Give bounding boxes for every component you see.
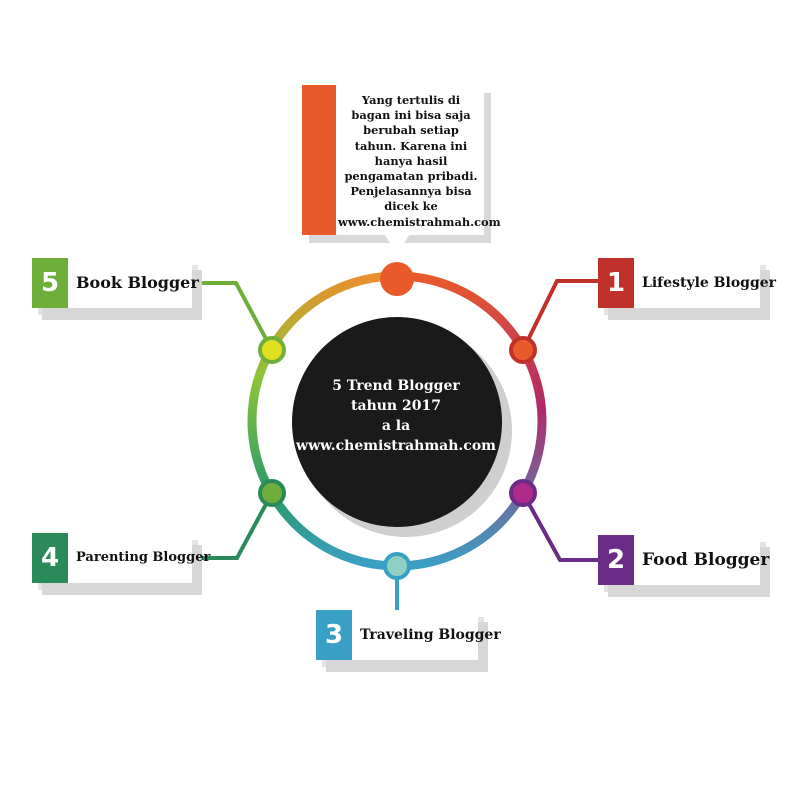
note-line: www.chemistrahmah.com [338,214,501,229]
connector-4 [190,492,274,560]
connector-5 [190,281,274,351]
note-accent-bar [302,85,336,235]
note-pointer [383,232,411,254]
note-line: berubah setiap [363,123,459,138]
item-book-blogger: 5 Book Blogger [32,258,199,308]
center-line-2: tahun 2017 [351,398,441,414]
item-food-blogger: 2 Food Blogger [598,535,769,585]
note-line: pengamatan pribadi. [344,169,478,184]
item-number: 1 [598,258,634,308]
note-line: Penjelasannya bisa [350,184,472,199]
center-circle [292,317,502,527]
note-line: bagan ini bisa saja [351,108,471,123]
item-number: 3 [316,610,352,660]
node-top [380,262,414,296]
item-traveling-blogger: 3 Traveling Blogger [316,610,501,660]
note-callout: Yang tertulis di bagan ini bisa saja ber… [302,85,501,235]
center-line-1: 5 Trend Blogger [332,378,460,394]
node-1 [509,336,537,364]
node-3 [383,552,411,580]
center-line-3: a la [381,418,411,434]
node-4 [258,479,286,507]
item-parenting-blogger: 4 Parenting Blogger [32,533,210,583]
item-label: Parenting Blogger [76,550,211,565]
item-label: Food Blogger [642,550,770,570]
note-line: tahun. Karena ini [354,138,468,153]
note-line: Yang tertulis di [361,93,461,107]
connector-2 [521,492,598,562]
item-number: 4 [32,533,68,583]
node-2 [509,479,537,507]
note-line: hanya hasil [374,153,448,168]
item-number: 2 [598,535,634,585]
ring-segment-left [247,271,398,571]
ring-segment-right [396,271,547,571]
center-line-4: www.chemistrahmah.com [296,438,496,454]
note-line: dicek ke [384,199,438,214]
note-text: Yang tertulis di bagan ini bisa saja ber… [338,93,501,230]
center-title: 5 Trend Blogger tahun 2017 a la www.chem… [296,376,496,456]
item-label: Book Blogger [76,273,199,292]
item-label: Traveling Blogger [360,627,501,643]
node-5 [258,336,286,364]
item-number: 5 [32,258,68,308]
item-lifestyle-blogger: 1 Lifestyle Blogger [598,258,776,308]
connector-1 [521,279,598,351]
item-label: Lifestyle Blogger [642,275,777,291]
